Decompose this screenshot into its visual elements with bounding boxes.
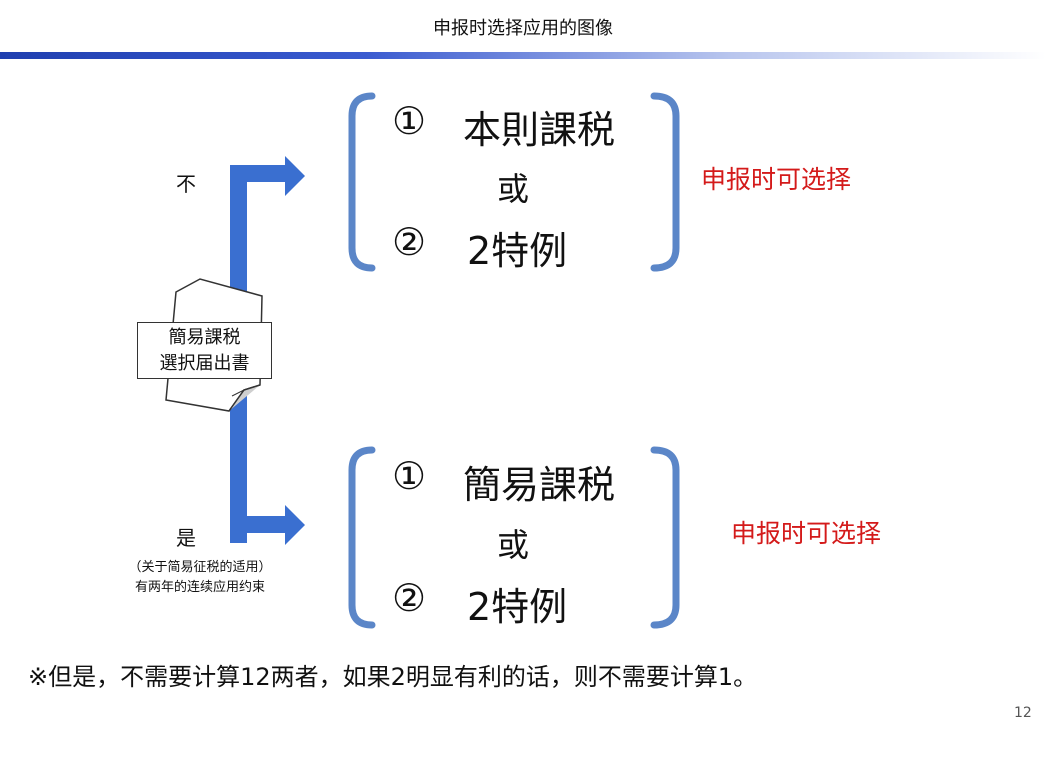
top-option2-text: 2特例 bbox=[467, 229, 568, 273]
top-or-label: 或 bbox=[497, 170, 530, 208]
bottom-bracket-right bbox=[650, 446, 680, 629]
bottom-option2-text: 2特例 bbox=[467, 585, 568, 629]
top-option1-text: 本則課税 bbox=[463, 108, 616, 152]
top-bracket-left bbox=[348, 92, 376, 272]
arrow-top-shaft bbox=[230, 165, 290, 182]
page-number: 12 bbox=[1014, 705, 1032, 721]
bottom-option2-number: ② bbox=[392, 576, 427, 620]
branch-yes-note-line2: 有两年的连续应用约束 bbox=[134, 580, 265, 595]
top-choice-note: 申报时可选择 bbox=[701, 165, 852, 194]
document-line1: 簡易課税 bbox=[168, 327, 241, 348]
bottom-or-label: 或 bbox=[497, 526, 530, 564]
title-underline-bar bbox=[0, 52, 1046, 59]
top-option2-number: ② bbox=[392, 220, 427, 264]
footnote: ※但是，不需要计算12两者，如果2明显有利的话，则不需要计算1。 bbox=[28, 663, 758, 691]
branch-yes-note: （关于简易征税的适用） 有两年的连续应用约束 bbox=[105, 558, 295, 598]
bottom-bracket-left bbox=[348, 446, 376, 629]
bottom-choice-note: 申报时可选择 bbox=[731, 519, 882, 548]
arrow-bottom-shaft bbox=[230, 516, 290, 533]
bottom-option1-text: 簡易課税 bbox=[463, 463, 616, 507]
election-form-document: 簡易課税 選択届出書 bbox=[137, 322, 272, 379]
arrow-bottom-head bbox=[285, 505, 305, 545]
branch-yes-note-line1: （关于简易征税的适用） bbox=[128, 560, 272, 575]
top-bracket-right bbox=[650, 92, 680, 272]
top-option1-number: ① bbox=[392, 99, 427, 143]
page-title: 申报时选择应用的图像 bbox=[433, 18, 613, 39]
branch-no-label: 不 bbox=[176, 172, 196, 196]
arrow-top-head bbox=[285, 156, 305, 196]
branch-yes-label: 是 bbox=[176, 526, 196, 550]
document-line2: 選択届出書 bbox=[159, 353, 250, 374]
bottom-option1-number: ① bbox=[392, 454, 427, 498]
